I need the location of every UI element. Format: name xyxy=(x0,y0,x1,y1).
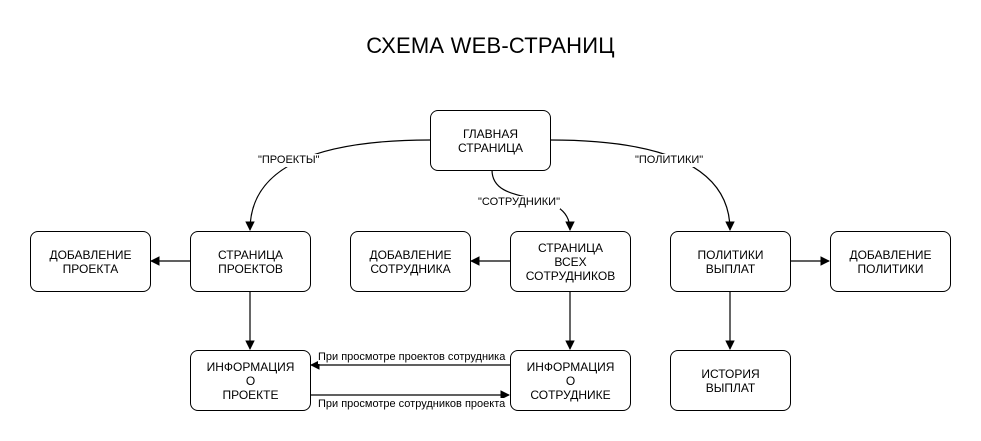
edge-label-view-employee-projects: При просмотре проектов сотрудника xyxy=(318,351,506,364)
node-add-project: ДОБАВЛЕНИЕ ПРОЕКТА xyxy=(30,231,151,292)
edge-label-employees: "СОТРУДНИКИ" xyxy=(478,196,560,209)
diagram-title: СХЕМА WEB-СТРАНИЦ xyxy=(366,33,615,58)
node-add-employee: ДОБАВЛЕНИЕ СОТРУДНИКА xyxy=(350,231,471,292)
edge-label-view-project-employees: При просмотре сотрудников проекта xyxy=(318,398,506,411)
node-main-page: ГЛАВНАЯ СТРАНИЦА xyxy=(430,110,551,171)
node-pay-history: ИСТОРИЯ ВЫПЛАТ xyxy=(670,350,791,411)
node-employee-info: ИНФОРМАЦИЯ О СОТРУДНИКЕ xyxy=(510,350,631,411)
node-add-policy: ДОБАВЛЕНИЕ ПОЛИТИКИ xyxy=(830,231,951,292)
node-projects-page: СТРАНИЦА ПРОЕКТОВ xyxy=(190,231,311,292)
edge-label-projects: "ПРОЕКТЫ" xyxy=(258,154,320,167)
node-employees-page: СТРАНИЦА ВСЕХ СОТРУДНИКОВ xyxy=(510,231,631,292)
node-pay-policies: ПОЛИТИКИ ВЫПЛАТ xyxy=(670,231,791,292)
node-project-info: ИНФОРМАЦИЯ О ПРОЕКТЕ xyxy=(190,350,311,411)
edge-label-policies: "ПОЛИТИКИ" xyxy=(635,154,704,167)
